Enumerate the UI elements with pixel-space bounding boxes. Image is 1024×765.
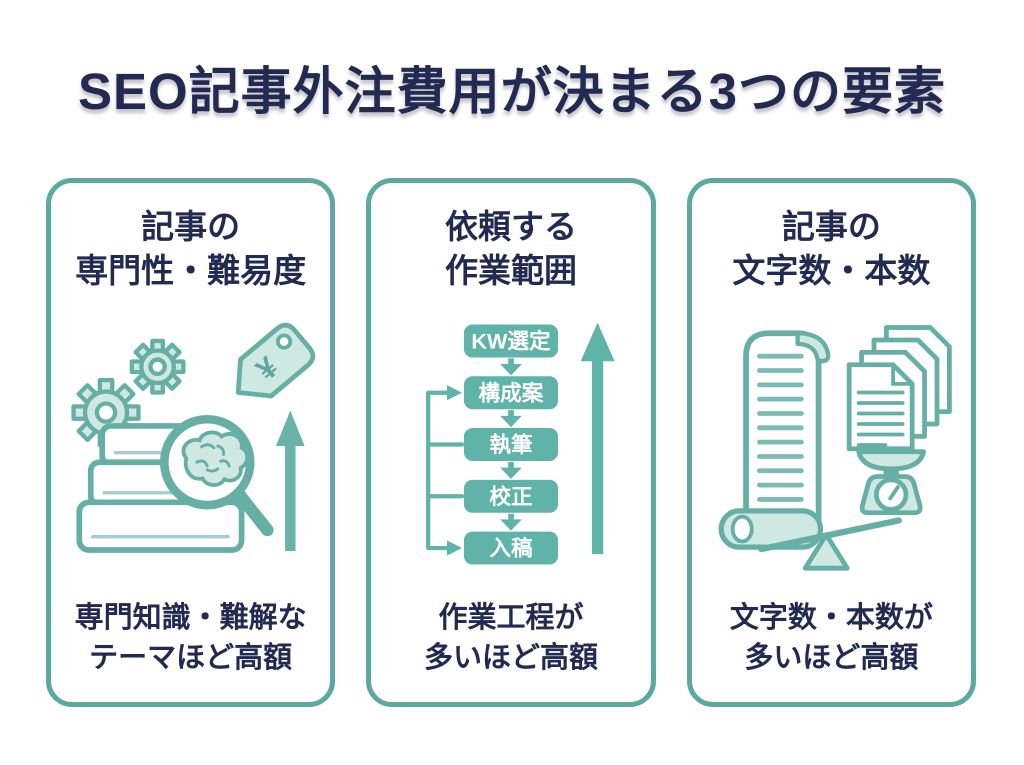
card-caption: 文字数・本数が 多いほど高額 (730, 598, 933, 678)
flow-step-box (463, 428, 559, 462)
scale-icon (856, 449, 927, 516)
card-expertise: 記事の 専門性・難易度 (46, 178, 336, 707)
card-heading: 依頼する 作業範囲 (445, 205, 577, 292)
caption-line: 専門知識・難解な (74, 601, 307, 634)
heading-line: 依頼する (444, 208, 577, 245)
rising-arrow-icon (580, 322, 615, 555)
card-heading: 記事の 文字数・本数 (732, 205, 930, 292)
document-text-lines (857, 390, 905, 447)
flow-step-label: 構成案 (479, 380, 544, 405)
caption-line: 多いほど高額 (744, 641, 919, 674)
magnifier-brain-icon (159, 414, 274, 536)
heading-line: 作業範囲 (444, 251, 577, 289)
flow-step-label: KW選定 (471, 329, 551, 354)
scroll-documents-scale-icon (718, 325, 953, 571)
folded-corner (891, 364, 913, 386)
price-tag-icon: ¥ (235, 322, 315, 398)
caption-line: テーマほど高額 (89, 641, 293, 674)
flow-down-arrows (500, 358, 522, 531)
documents-stack-icon (847, 325, 953, 452)
page-title: SEO記事外注費用が決まる3つの要素 (77, 63, 947, 120)
card-volume: 記事の 文字数・本数 (686, 178, 976, 707)
gear-icon (129, 338, 186, 395)
heading-line: 記事の (781, 208, 881, 245)
flow-step-label: 執筆 (489, 432, 532, 457)
books-gears-magnifier-icon: ¥ (71, 322, 315, 553)
card-scope: 依頼する 作業範囲 K (366, 178, 656, 707)
workflow-icon-area: KW選定 構成案 執筆 校正 入稿 (375, 292, 646, 598)
flow-steps: KW選定 構成案 執筆 校正 入稿 (463, 324, 559, 565)
flow-step-box (463, 376, 559, 410)
brain-icon (181, 430, 249, 487)
heading-line: 専門性・難易度 (75, 251, 307, 289)
scroll-icon (718, 330, 831, 550)
card-heading: 記事の 専門性・難易度 (75, 205, 306, 292)
rising-arrow-icon (275, 410, 305, 551)
flow-step-label: 校正 (489, 484, 532, 509)
caption-line: 作業工程が (438, 601, 584, 634)
caption-line: 多いほど高額 (423, 641, 598, 674)
cards-row: 記事の 専門性・難易度 (46, 178, 976, 707)
flow-step-box (463, 479, 559, 513)
flow-step-label: 入稿 (489, 536, 533, 561)
flow-step-box (463, 531, 559, 565)
workflow-diagram: KW選定 構成案 執筆 校正 入稿 (426, 322, 615, 565)
card-caption: 専門知識・難解な テーマほど高額 (75, 598, 307, 678)
heading-line: 文字数・本数 (732, 251, 931, 289)
expertise-icon-area: ¥ (55, 292, 326, 598)
volume-icon-area (696, 292, 967, 598)
loop-bracket (426, 385, 465, 556)
flow-step-box (463, 324, 559, 358)
heading-line: 記事の (141, 208, 241, 245)
balance-seesaw-icon (758, 517, 903, 571)
caption-line: 文字数・本数が (729, 601, 933, 634)
card-caption: 作業工程が 多いほど高額 (424, 598, 598, 678)
